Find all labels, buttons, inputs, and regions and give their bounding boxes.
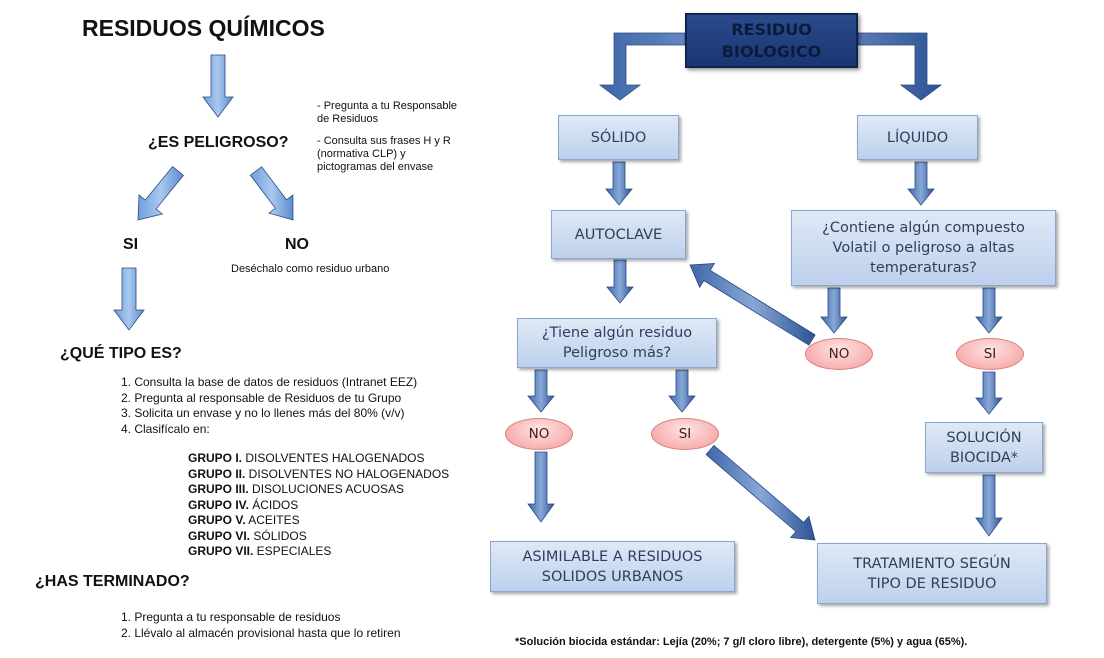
group-id: GRUPO VI. xyxy=(188,528,251,543)
root-branch-arrows xyxy=(598,32,943,101)
question-line: ¿Contiene algún compuesto xyxy=(822,220,1025,236)
urban-residue-box: ASIMILABLE A RESIDUOS SOLIDOS URBANOS xyxy=(490,541,735,592)
group-name: ÁCIDOS xyxy=(248,497,299,512)
root-line: RESIDUO xyxy=(731,19,812,39)
group-id: GRUPO IV. xyxy=(188,497,249,512)
group-name: ACEITES xyxy=(245,513,300,527)
down-arrow xyxy=(606,259,634,304)
step-item: 3. Solicita un envase y no lo llenes más… xyxy=(121,406,405,420)
question-type: ¿QUÉ TIPO ES? xyxy=(60,345,182,362)
group-id: GRUPO II. xyxy=(188,466,246,481)
group-item: GRUPO I. DISOLVENTES HALOGENADOS xyxy=(188,451,449,467)
diagonal-arrow-down xyxy=(705,444,816,541)
si-oval-residue: SI xyxy=(651,418,719,450)
diagonal-arrow-up xyxy=(689,263,816,346)
group-item: GRUPO III. DISOLUCIONES ACUOSAS xyxy=(188,482,449,498)
final-step-item: 2. Llévalo al almacén provisional hasta … xyxy=(121,625,401,640)
diagonal-arrow-left xyxy=(137,166,184,221)
diagonal-arrow-right xyxy=(249,166,294,221)
group-name: ESPECIALES xyxy=(253,544,332,558)
question-finished: ¿HAS TERMINADO? xyxy=(35,573,190,590)
question-line: Peligroso más? xyxy=(562,345,672,361)
group-item: GRUPO IV. ÁCIDOS xyxy=(188,498,449,514)
advice-line: - Consulta sus frases H y R xyxy=(317,135,451,147)
page-title: RESIDUOS QUÍMICOS xyxy=(82,15,325,41)
down-arrow xyxy=(975,371,1003,415)
group-item: GRUPO VI. SÓLIDOS xyxy=(188,529,449,545)
group-name: SÓLIDOS xyxy=(250,528,307,543)
down-arrow xyxy=(527,451,555,523)
advice-note: - Pregunta a tu Responsable de Residuos … xyxy=(317,100,457,174)
final-step-item: 1. Pregunta a tu responsable de residuos xyxy=(121,610,341,624)
final-steps-list: 1. Pregunta a tu responsable de residuos… xyxy=(121,610,401,641)
biocide-line: BIOCIDA* xyxy=(949,449,1019,466)
down-arrow xyxy=(907,161,935,206)
down-arrow xyxy=(668,369,696,413)
treatment-line: TRATAMIENTO SEGÚN xyxy=(853,555,1011,572)
group-name: DISOLVENTES NO HALOGENADOS xyxy=(245,466,450,481)
down-arrow xyxy=(113,267,145,331)
group-item: GRUPO II. DISOLVENTES NO HALOGENADOS xyxy=(188,467,449,483)
step-item: 2. Pregunta al responsable de Residuos d… xyxy=(121,390,402,405)
group-id: GRUPO VII. xyxy=(188,544,254,558)
treatment-line: TIPO DE RESIDUO xyxy=(867,575,997,592)
advice-line: - Pregunta a tu Responsable xyxy=(317,100,458,112)
group-id: GRUPO I. xyxy=(188,451,243,465)
no-oval-residue: NO xyxy=(505,418,573,450)
group-id: GRUPO III. xyxy=(188,482,249,496)
down-arrow xyxy=(605,161,633,206)
treatment-box: TRATAMIENTO SEGÚN TIPO DE RESIDUO xyxy=(817,543,1047,604)
step-item: 4. Clasifícalo en: xyxy=(121,421,210,436)
group-item: GRUPO VII. ESPECIALES xyxy=(188,544,449,560)
down-arrow xyxy=(975,287,1003,334)
question-line: Volatil o peligroso a altas xyxy=(832,240,1015,256)
question-dangerous: ¿ES PELIGROSO? xyxy=(148,134,289,151)
group-name: DISOLVENTES HALOGENADOS xyxy=(242,451,425,465)
step-item: 1. Consulta la base de datos de residuos… xyxy=(121,375,418,389)
advice-line: de Residuos xyxy=(317,113,379,125)
si-oval-volatile: SI xyxy=(956,338,1024,370)
question-line: ¿Tiene algún residuo xyxy=(541,325,693,341)
autoclave-box: AUTOCLAVE xyxy=(551,210,686,259)
no-note: Deséchalo como residuo urbano xyxy=(231,263,390,275)
biocide-box: SOLUCIÓN BIOCIDA* xyxy=(925,422,1043,473)
group-name: DISOLUCIONES ACUOSAS xyxy=(248,482,405,496)
advice-line: (normativa CLP) y xyxy=(317,148,406,160)
advice-line: pictogramas del envase xyxy=(317,161,434,173)
down-arrow xyxy=(820,287,848,334)
solid-box: SÓLIDO xyxy=(558,115,679,160)
down-arrow xyxy=(202,54,234,118)
steps-list: 1. Consulta la base de datos de residuos… xyxy=(121,375,417,437)
down-arrow xyxy=(975,474,1003,537)
down-arrow xyxy=(527,369,555,413)
no-oval-volatile: NO xyxy=(805,338,873,370)
root-line: BIOLOGICO xyxy=(721,41,822,61)
group-id: GRUPO V. xyxy=(188,513,246,527)
urban-line: SOLIDOS URBANOS xyxy=(541,568,684,585)
answer-no: NO xyxy=(285,236,309,253)
urban-line: ASIMILABLE A RESIDUOS xyxy=(522,548,703,565)
question-line: temperaturas? xyxy=(870,260,977,276)
liquid-box: LÍQUIDO xyxy=(857,115,978,160)
footnote: *Solución biocida estándar: Lejía (20%; … xyxy=(515,636,968,648)
group-item: GRUPO V. ACEITES xyxy=(188,513,449,529)
biocide-line: SOLUCIÓN xyxy=(946,429,1022,446)
answer-yes: SI xyxy=(123,236,139,253)
